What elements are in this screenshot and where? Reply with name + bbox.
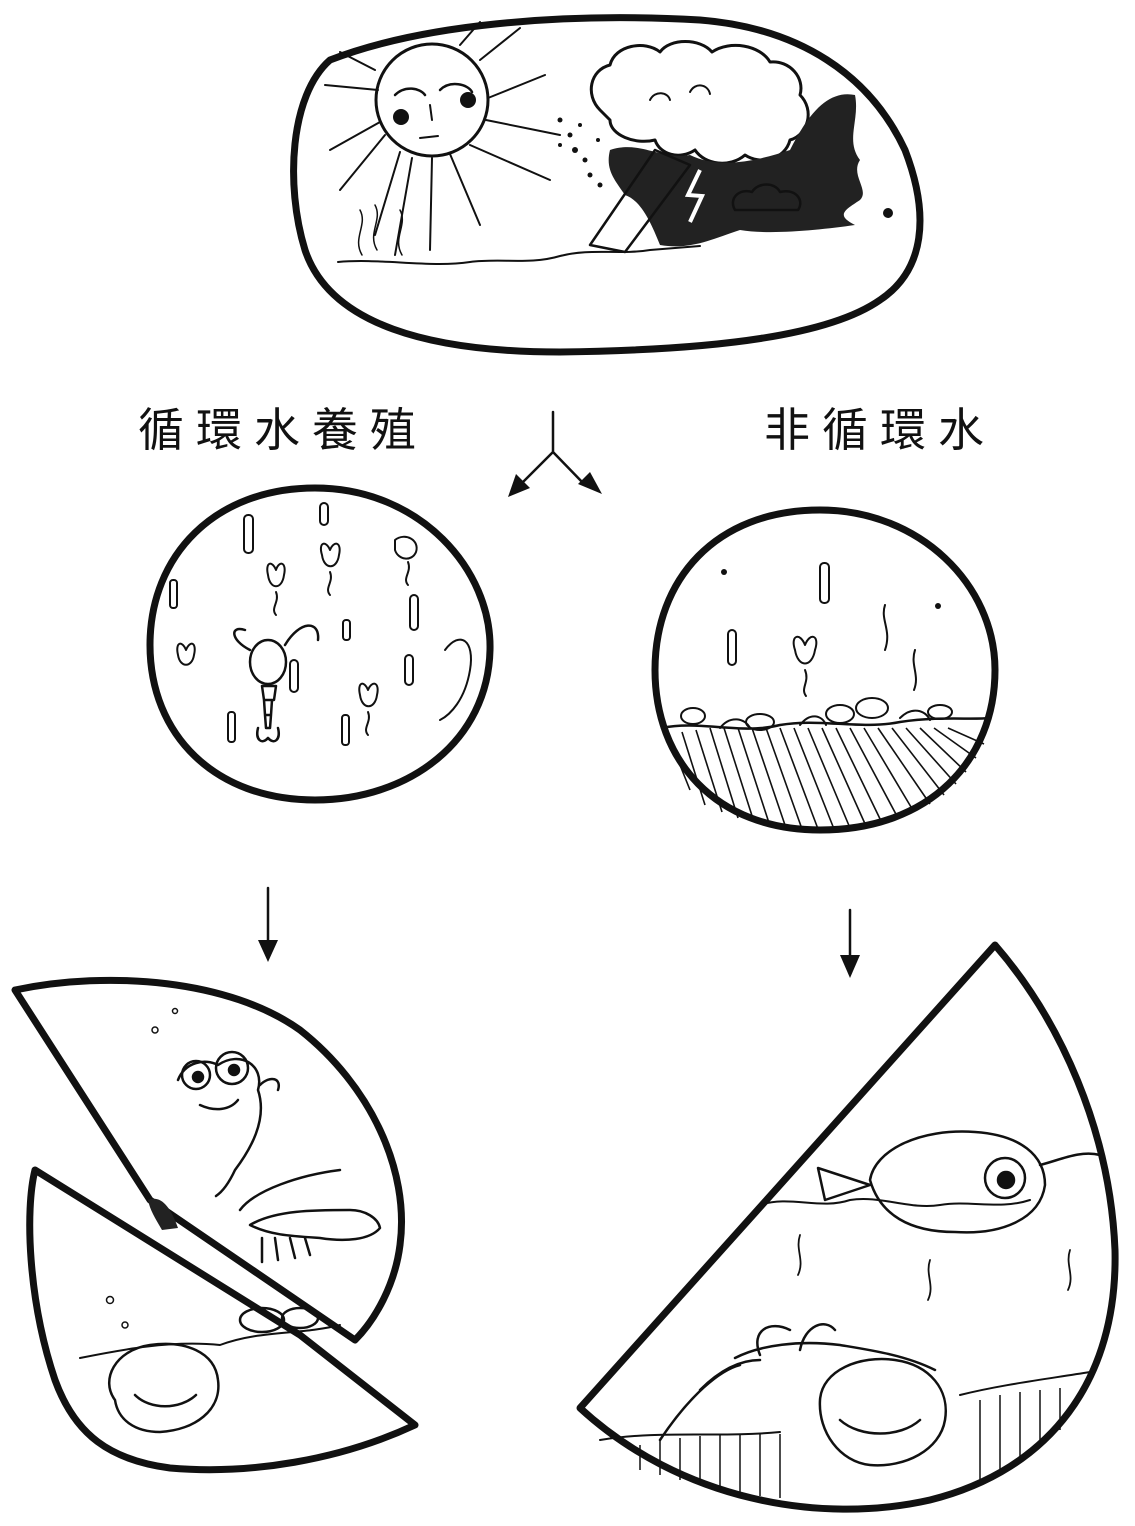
bottom-organisms: [680, 697, 953, 731]
copepod-icon: [233, 624, 320, 743]
shrimp-icon: [658, 1323, 937, 1442]
recirculating-water-circle: [146, 484, 494, 804]
rain-dots: [557, 117, 603, 188]
rotifer-icon: [176, 535, 418, 736]
label-recirculating-aquaculture: 循環水養殖: [138, 403, 428, 457]
non-recirculating-water-circle: [651, 506, 999, 834]
recirculating-tank-scene: [11, 976, 419, 1474]
non-recirculating-tank-scene: [576, 941, 1119, 1513]
sun-icon: [324, 21, 561, 256]
cloud-icon: [589, 40, 810, 165]
larvae: [169, 502, 419, 746]
arrow-icon: [258, 886, 860, 978]
fish-icon: [816, 1130, 1102, 1234]
shrimp-icon: [238, 1168, 382, 1264]
lightning-icon: [684, 169, 706, 223]
clam-icon: [108, 1306, 320, 1434]
fish-icon: [176, 1050, 281, 1198]
top-weather-panel: [290, 14, 924, 356]
clam-icon: [818, 1357, 948, 1467]
arrow-icon: [508, 410, 602, 497]
label-non-recirculating-water: 非循環水: [764, 403, 996, 457]
